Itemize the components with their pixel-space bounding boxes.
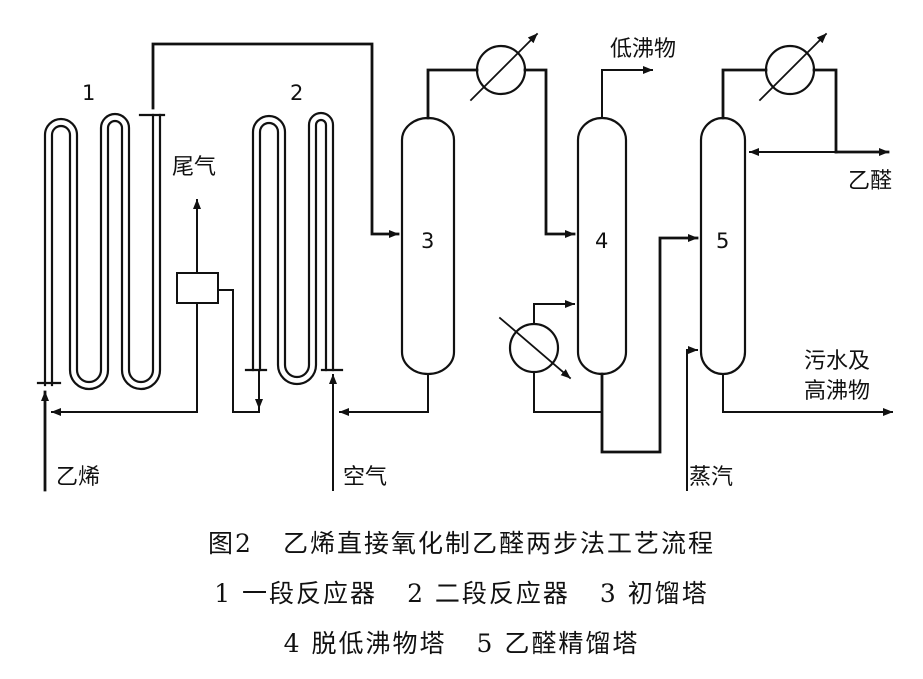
high-boilers-label: 高沸物 [804, 379, 870, 404]
reactor-2-number: 2 [290, 81, 303, 105]
air-feed-label: 空气 [343, 465, 387, 490]
figure-number: 图2 [208, 529, 253, 558]
condenser-column-5 [758, 32, 828, 102]
column-4-number: 4 [595, 229, 608, 253]
reactor-1-number: 1 [82, 81, 95, 105]
legend-item-5: 5 乙醛精馏塔 [476, 629, 640, 658]
separator-box [176, 272, 219, 304]
legend-item-4: 4 脱低沸物塔 [283, 629, 447, 658]
column-3 [400, 116, 456, 376]
legend-line-2: 4 脱低沸物塔 5 乙醛精馏塔 [0, 624, 923, 660]
column-3-number: 3 [421, 229, 434, 253]
process-flow-diagram: 1 2 3 4 5 尾气 乙烯 空气 低沸物 乙醛 污水及 高沸物 蒸汽 [36, 32, 893, 492]
reboiler-column-4 [498, 316, 572, 380]
figure-title: 图2 乙烯直接氧化制乙醛两步法工艺流程 [0, 524, 923, 560]
column-5-number: 5 [716, 229, 729, 253]
tail-gas-label: 尾气 [172, 155, 216, 180]
low-boilers-label: 低沸物 [610, 37, 676, 62]
steam-label: 蒸汽 [689, 465, 733, 490]
ethylene-feed-label: 乙烯 [56, 465, 100, 490]
column-5 [699, 116, 747, 376]
column-4 [576, 116, 628, 376]
reactor-2 [244, 111, 344, 386]
figure-title-text: 乙烯直接氧化制乙醛两步法工艺流程 [282, 529, 715, 558]
waste-water-label: 污水及 [804, 349, 870, 374]
condenser-column-3 [469, 32, 539, 102]
legend-item-2: 2 二段反应器 [407, 579, 570, 608]
acetaldehyde-product-label: 乙醛 [848, 169, 892, 194]
legend-item-3: 3 初馏塔 [599, 579, 709, 608]
legend-line-1: 1 一段反应器 2 二段反应器 3 初馏塔 [0, 574, 923, 610]
reactor-1 [36, 112, 166, 391]
legend-item-1: 1 一段反应器 [214, 579, 378, 608]
process-lines [41, 42, 893, 492]
